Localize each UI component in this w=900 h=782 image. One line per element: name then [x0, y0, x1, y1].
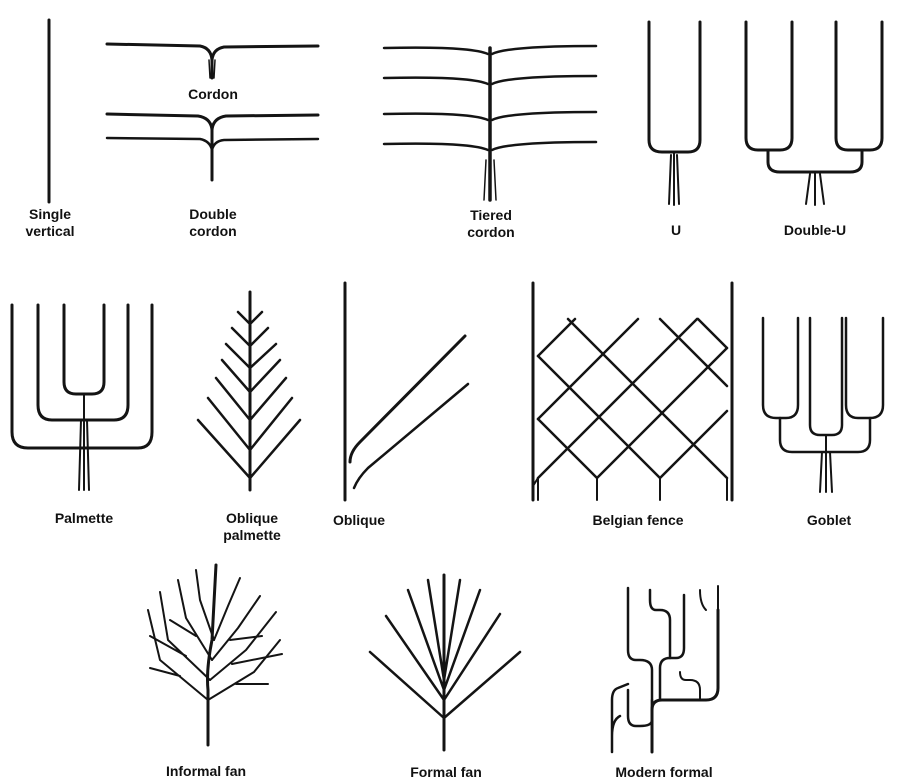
oblique-drawing: [345, 283, 468, 500]
modern-formal-drawing: [612, 586, 718, 752]
single-vertical-label-line1: Single: [22, 206, 78, 223]
double-u-drawing: [746, 22, 882, 205]
oblique-palmette-label-line2: palmette: [212, 527, 292, 544]
double-cordon-label-line2: cordon: [180, 223, 246, 240]
double-u-label: Double-U: [770, 222, 860, 239]
tiered-cordon-label: Tiered cordon: [458, 207, 524, 241]
belgian-fence-label: Belgian fence: [578, 512, 698, 529]
goblet-label: Goblet: [798, 512, 860, 529]
palmette-label: Palmette: [44, 510, 124, 527]
oblique-palmette-label: Oblique palmette: [212, 510, 292, 544]
goblet-drawing: [763, 318, 883, 492]
informal-fan-label: Informal fan: [150, 763, 262, 780]
single-vertical-label-line2: vertical: [22, 223, 78, 240]
cordon-label: Cordon: [180, 86, 246, 103]
oblique-palmette-label-line1: Oblique: [212, 510, 292, 527]
tiered-cordon-label-line2: cordon: [458, 224, 524, 241]
double-cordon-label: Double cordon: [180, 206, 246, 240]
oblique-palmette-drawing: [198, 292, 300, 490]
modern-formal-label: Modern formal: [604, 764, 724, 781]
u-drawing: [649, 22, 700, 205]
palmette-drawing: [12, 305, 152, 490]
belgian-fence-drawing: [533, 283, 732, 500]
double-cordon-drawing: [107, 44, 318, 180]
informal-fan-drawing: [148, 565, 282, 745]
single-vertical-label: Single vertical: [22, 206, 78, 240]
tiered-cordon-label-line1: Tiered: [458, 207, 524, 224]
formal-fan-drawing: [370, 575, 520, 750]
formal-fan-label: Formal fan: [398, 764, 494, 781]
u-label: U: [666, 222, 686, 239]
tiered-cordon-drawing: [384, 46, 596, 200]
oblique-label: Oblique: [322, 512, 396, 529]
double-cordon-label-line1: Double: [180, 206, 246, 223]
